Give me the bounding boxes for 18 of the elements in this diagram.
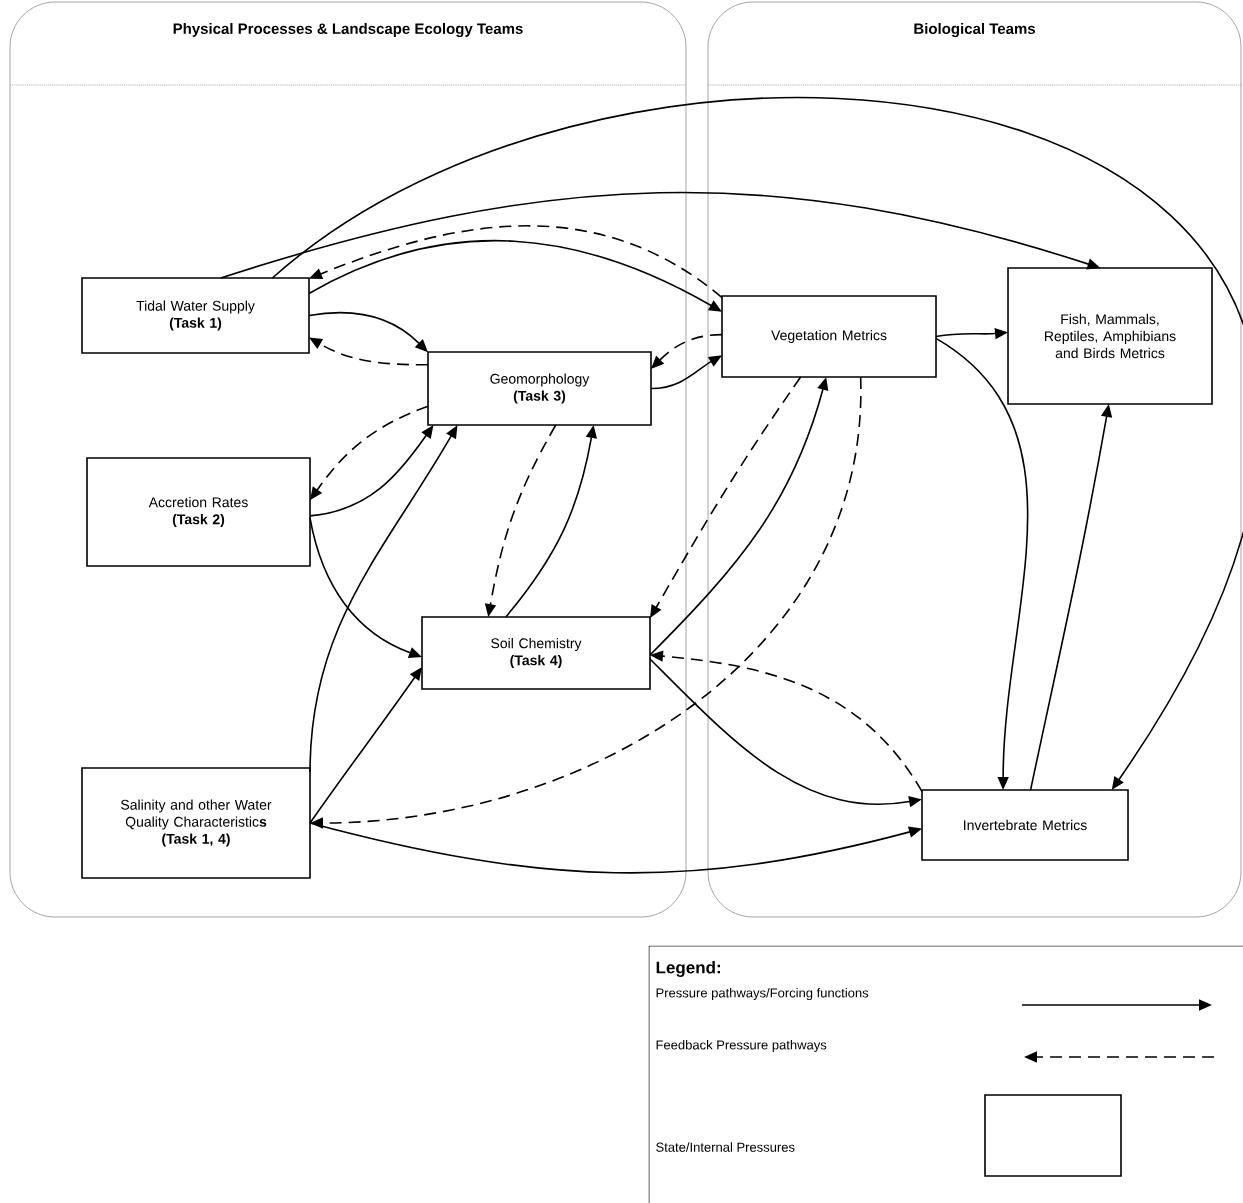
arrow [309,425,434,517]
process-box: Salinity and other Water Quality Characteristics (Task 1, 4) [81,767,311,879]
process-box: Fish, Mammals, Reptiles, Amphibians and Birds Metrics [1007,267,1213,405]
process-box: Invertebrate Metrics [921,789,1129,861]
process-box: Soil Chemistry (Task 4) [421,616,651,690]
legend-entry: Feedback Pressure pathways [656,1039,1215,1063]
arrow [650,355,722,390]
process-box: Accretion Rates (Task 2) [86,457,311,567]
legend-title: Legend: [656,961,720,977]
legend-entry: State/Internal Pressures [656,1094,1122,1177]
arrow [309,425,458,774]
arrow [309,337,429,366]
process-box: Vegetation Metrics [721,295,937,378]
arrow [308,240,722,312]
process-box: Geomorphology (Task 3) [427,351,652,426]
arrow [651,333,723,369]
process-box: Tidal Water Supply (Task 1) [81,277,310,354]
arrow [309,667,422,824]
